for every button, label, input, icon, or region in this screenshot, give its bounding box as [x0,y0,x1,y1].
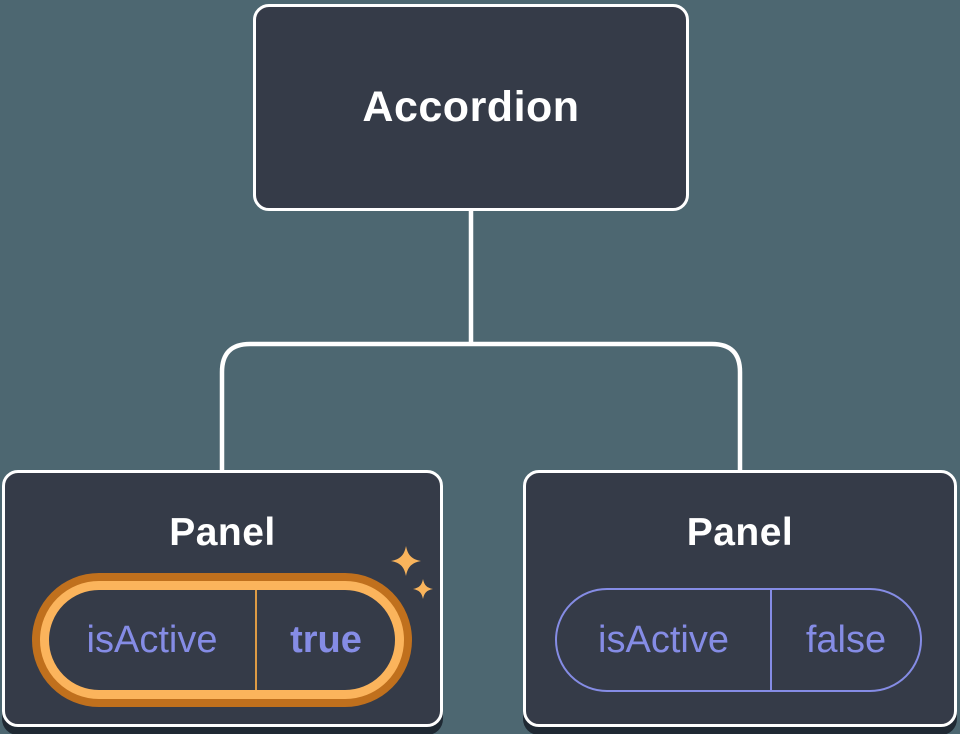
state-pill-highlighted: isActive true [40,581,404,699]
pill-divider [255,590,257,690]
panel-right-label: Panel [686,511,794,554]
prop-name: isActive [86,618,218,661]
accordion-component-box: Accordion [253,4,689,211]
prop-name: isActive [598,618,729,661]
prop-value: true [290,618,362,661]
state-pill-plain: isActive false [555,588,922,692]
accordion-label: Accordion [362,83,580,131]
prop-value: false [805,618,887,661]
panel-left-label: Panel [169,511,276,554]
pill-divider [770,590,772,690]
